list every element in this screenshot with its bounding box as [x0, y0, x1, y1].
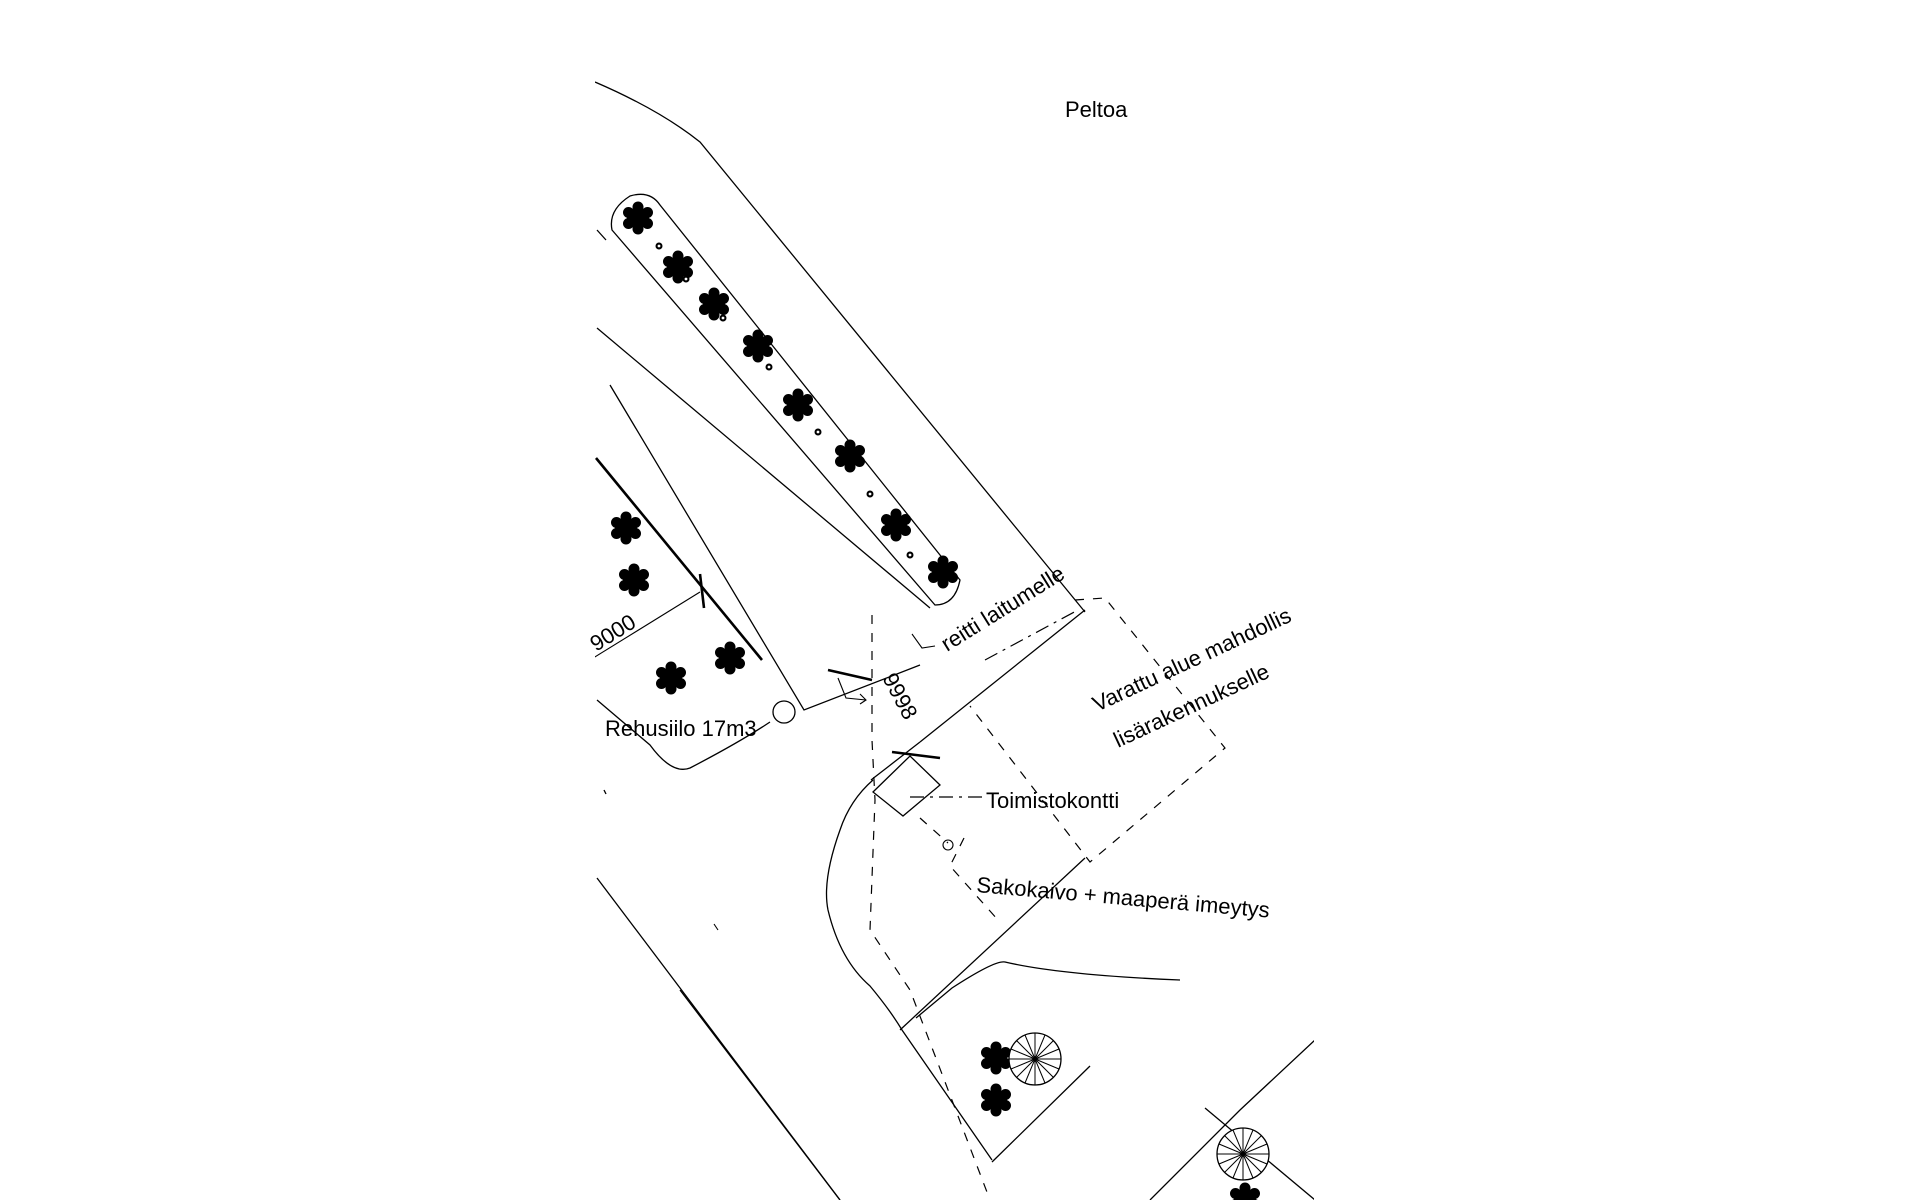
access-road-curve — [825, 779, 993, 1161]
road-edge-right — [919, 609, 1086, 743]
tree-icon — [715, 641, 745, 675]
silo-tick — [603, 789, 607, 795]
left-margin — [0, 0, 592, 1200]
field-boundary — [595, 81, 1086, 613]
tree-icon — [623, 201, 653, 235]
dimension-line-9000 — [595, 591, 701, 658]
route-arrow-2 — [837, 677, 867, 701]
tree-icon — [835, 439, 865, 473]
label-silo: Rehusiilo 17m3 — [605, 716, 757, 741]
barn-wall-line — [596, 229, 607, 241]
wall-tick-1 — [698, 573, 706, 609]
septic-field — [949, 837, 999, 921]
shrub-icon — [814, 428, 822, 436]
right-margin — [1314, 0, 1920, 1200]
lot-boundary-upper — [899, 857, 1086, 1031]
small-tick — [713, 923, 719, 931]
road-edge-left — [870, 741, 921, 781]
barn-roof-edge — [609, 384, 921, 711]
tree-icon — [743, 329, 773, 363]
crossing-tick-upper — [827, 668, 873, 682]
lot-boundary-lower — [991, 1065, 1091, 1163]
label-dim-left: 9000 — [585, 609, 640, 656]
septic-well — [942, 839, 954, 851]
lower-trees — [981, 1032, 1270, 1200]
bold-wall — [595, 457, 764, 661]
lot-boundary-arc — [915, 961, 1181, 1019]
tree-icon — [783, 388, 813, 422]
tree-icon — [981, 1083, 1011, 1117]
shrub-icon — [655, 242, 663, 250]
label-clip — [1314, 560, 1354, 680]
tree-icon — [1230, 1182, 1260, 1200]
tree-icon — [619, 563, 649, 597]
barn-trees — [611, 511, 745, 695]
shrub-icon — [866, 490, 874, 498]
tree-icon — [656, 661, 686, 695]
shrub-icon — [765, 363, 773, 371]
label-dim-right: 9998 — [878, 669, 923, 724]
office-container — [872, 755, 941, 817]
tree-icon — [981, 1041, 1011, 1075]
tree-row-strip — [610, 193, 961, 606]
label-septic: Sakokaivo + maaperä imeytys — [976, 872, 1271, 923]
septic-pipe — [919, 817, 949, 844]
crossing-tick-lower — [891, 750, 941, 760]
silo-circle — [772, 700, 796, 724]
road-edge-lower-2 — [679, 989, 841, 1200]
shrub-icon — [682, 275, 690, 283]
lot-boundary-far — [1149, 1039, 1315, 1200]
reserved-area-edge — [984, 609, 1079, 661]
access-centerline — [869, 615, 991, 1200]
tree-icon — [611, 511, 641, 545]
barn-wall-line-2 — [596, 327, 931, 609]
shrub-icon — [906, 551, 914, 559]
route-arrow-1 — [911, 633, 936, 649]
silo-enclosure — [596, 699, 771, 770]
route-arrow-2-head — [859, 693, 867, 705]
drawing-area — [595, 81, 1315, 1200]
spoked-tree-icon — [1008, 1032, 1062, 1086]
shrub-icon — [719, 314, 727, 322]
label-office: Toimistokontti — [986, 788, 1119, 813]
tree-icon — [928, 555, 958, 589]
reserved-area-outline — [969, 597, 1226, 863]
spoked-tree-icon — [1216, 1127, 1270, 1181]
label-field: Peltoa — [1065, 97, 1128, 122]
